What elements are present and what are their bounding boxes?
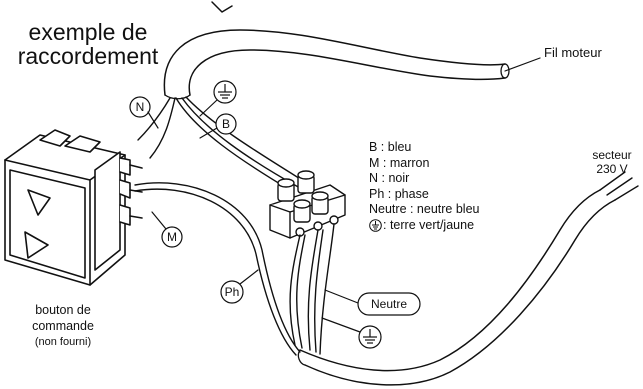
diagram-title: exemple de raccordement (8, 20, 168, 68)
legend-item-earth: : terre vert/jaune (369, 218, 480, 234)
legend-item-earth-text: : terre vert/jaune (383, 217, 475, 232)
earth-icon (369, 218, 382, 232)
mains-label-line-1: secteur (592, 148, 632, 162)
mains-wires (289, 223, 335, 355)
bubble-m (151, 211, 183, 248)
legend-item-ph: Ph : phase (369, 186, 429, 201)
button-caption-line-2: commande (32, 319, 94, 333)
legend: B : bleu M : marron N : noir Ph : phase … (369, 140, 480, 233)
button-caption-line-3: (non fourni) (34, 336, 92, 348)
top-hand-icon (211, 1, 233, 13)
button-caption-line-1: bouton de (35, 303, 91, 317)
legend-item-neutre: Neutre : neutre bleu (369, 202, 480, 216)
bubble-n-text: N (136, 100, 145, 114)
title-line-2: raccordement (17, 43, 159, 69)
motor-wires (137, 96, 311, 191)
bubble-ph (220, 269, 259, 304)
legend-item-b: B : bleu (369, 140, 412, 154)
bubble-n (129, 96, 159, 129)
bubble-m-text: M (167, 230, 177, 244)
terminal-block (269, 170, 346, 239)
switch-body (4, 129, 143, 286)
mains-label: secteur 230 V (582, 148, 642, 176)
earth-icon-bottom (363, 329, 377, 344)
phase-wire (134, 182, 301, 356)
mains-voltage: 230 V (596, 162, 628, 176)
bubble-earth-top (199, 80, 237, 117)
legend-item-n: N : noir (369, 171, 410, 185)
bubble-neutre (324, 289, 421, 316)
title-line-1: exemple de (28, 19, 148, 45)
earth-icon-top (218, 84, 232, 99)
bubble-b-text: B (222, 117, 230, 131)
bubble-ph-text: Ph (225, 285, 240, 299)
bubble-neutre-text: Neutre (371, 297, 407, 311)
mains-cable (297, 171, 639, 386)
motor-cable (163, 29, 541, 100)
bubble-b (199, 113, 237, 139)
legend-item-m: M : marron (369, 155, 430, 170)
motor-wire-label: Fil moteur (544, 45, 602, 60)
button-caption: bouton de commande (non fourni) (8, 302, 118, 350)
